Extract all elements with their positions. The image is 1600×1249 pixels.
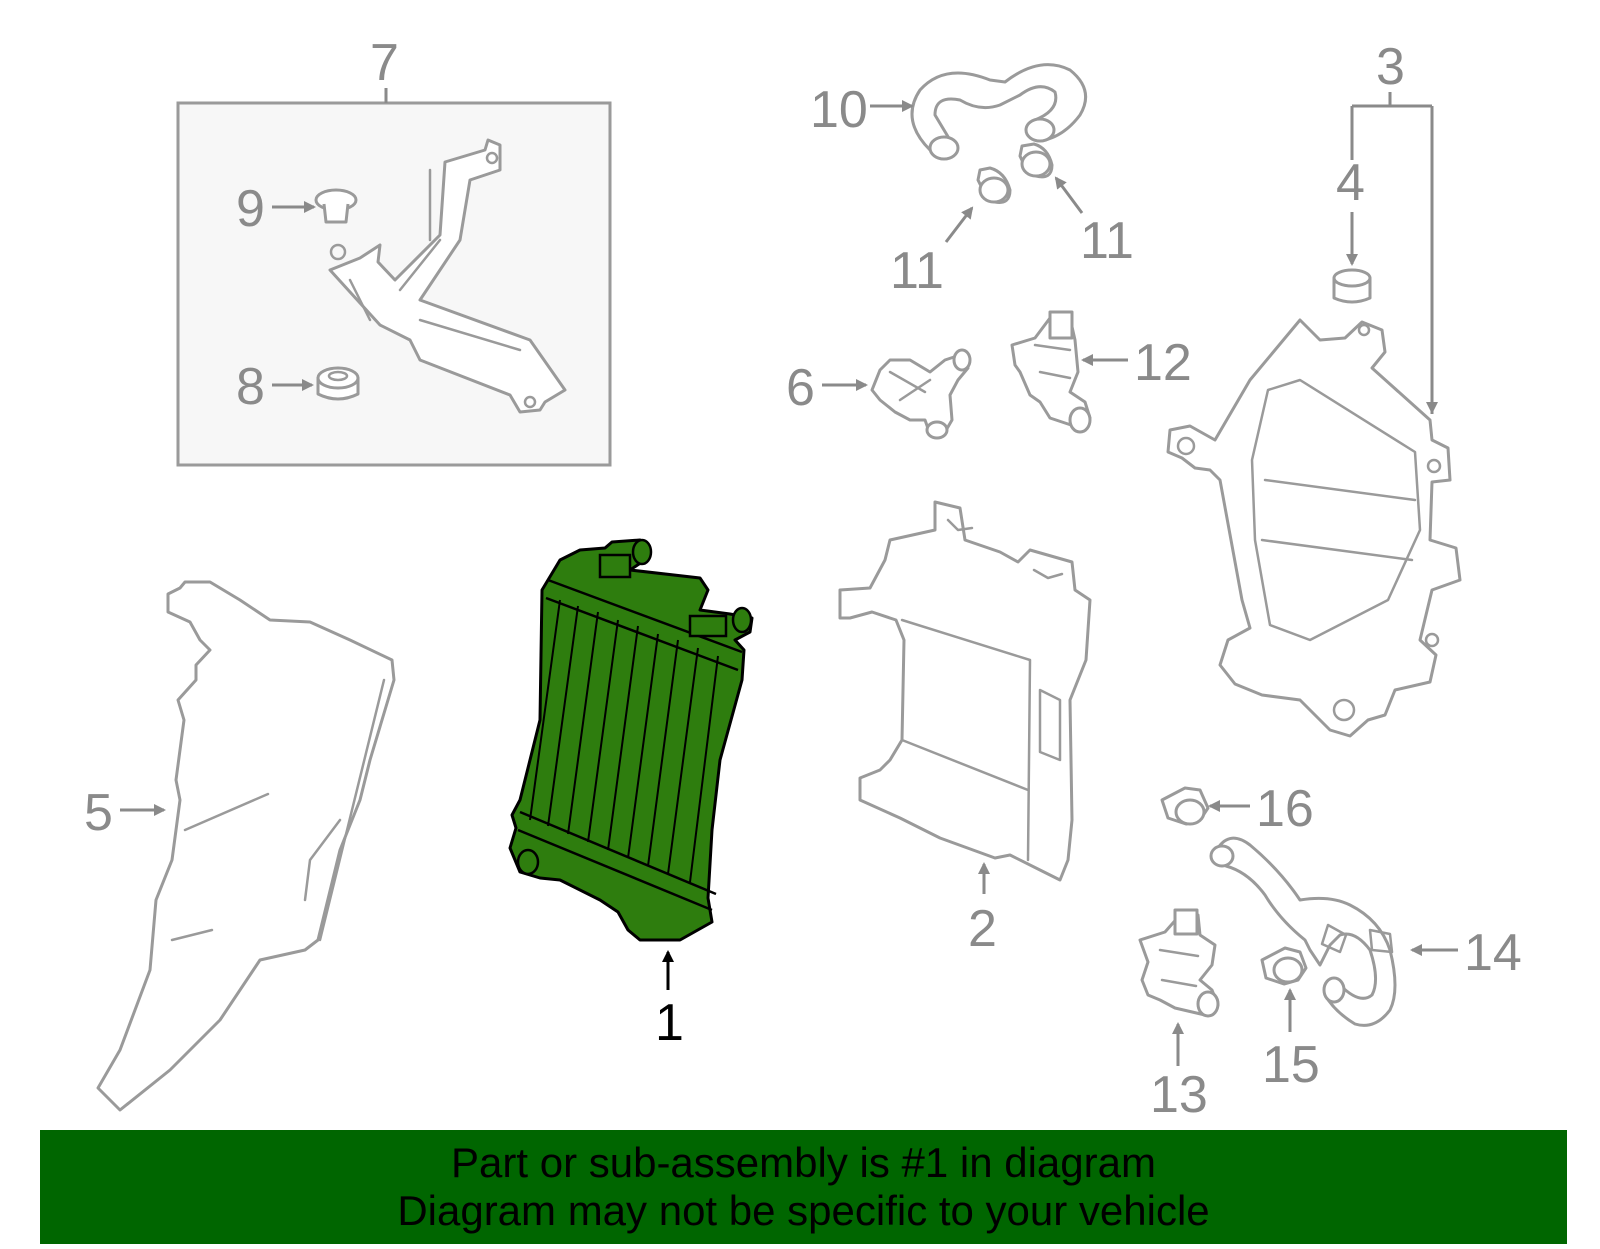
part-15-clamp[interactable]: [1260, 946, 1308, 986]
callout-7: 7: [370, 34, 399, 92]
part-13-solenoid-valve[interactable]: [1138, 908, 1220, 1018]
callout-10: 10: [810, 81, 868, 139]
part-10-coolant-hose[interactable]: [910, 63, 1088, 161]
callout-11-right: 11: [1080, 212, 1134, 270]
callout-6: 6: [786, 359, 815, 417]
callout-16: 16: [1256, 780, 1314, 838]
callout-9: 9: [236, 180, 265, 238]
callout-1: 1: [655, 994, 684, 1052]
part-3-carrier[interactable]: [1166, 318, 1462, 738]
callout-8: 8: [236, 358, 265, 416]
parts-diagram: 7 9 8 10 11 11 6: [84, 34, 1522, 1124]
callout-12: 12: [1134, 334, 1192, 392]
part-16-clamp[interactable]: [1160, 786, 1210, 826]
callout-4: 4: [1336, 154, 1365, 212]
banner-line-1: Part or sub-assembly is #1 in diagram: [451, 1139, 1156, 1186]
part-12-solenoid-valve[interactable]: [1010, 310, 1092, 434]
part-1-auxiliary-radiator[interactable]: [508, 538, 754, 942]
part-4-grommet[interactable]: [1332, 268, 1372, 304]
part-2-mounting-frame[interactable]: [838, 500, 1092, 882]
callout-14: 14: [1464, 924, 1522, 982]
part-5-air-duct[interactable]: [96, 580, 396, 1112]
part-9-grommet[interactable]: [314, 188, 358, 224]
banner-line-2: Diagram may not be specific to your vehi…: [397, 1187, 1210, 1234]
info-banner: Part or sub-assembly is #1 in diagram Di…: [40, 1130, 1567, 1244]
callout-13: 13: [1150, 1066, 1208, 1124]
callout-11-left: 11: [890, 242, 944, 300]
part-6-valve[interactable]: [870, 348, 972, 440]
part-11-clamp-left[interactable]: [976, 166, 1012, 204]
part-8-bushing[interactable]: [316, 366, 360, 401]
callout-15: 15: [1262, 1036, 1320, 1094]
callout-2: 2: [968, 900, 997, 958]
callout-3: 3: [1376, 38, 1405, 96]
part-14-coolant-hose[interactable]: [1209, 836, 1397, 1027]
part-11-clamp-right[interactable]: [1018, 142, 1054, 179]
callout-5: 5: [84, 784, 113, 842]
part-7-bracket-kit[interactable]: [176, 88, 612, 467]
